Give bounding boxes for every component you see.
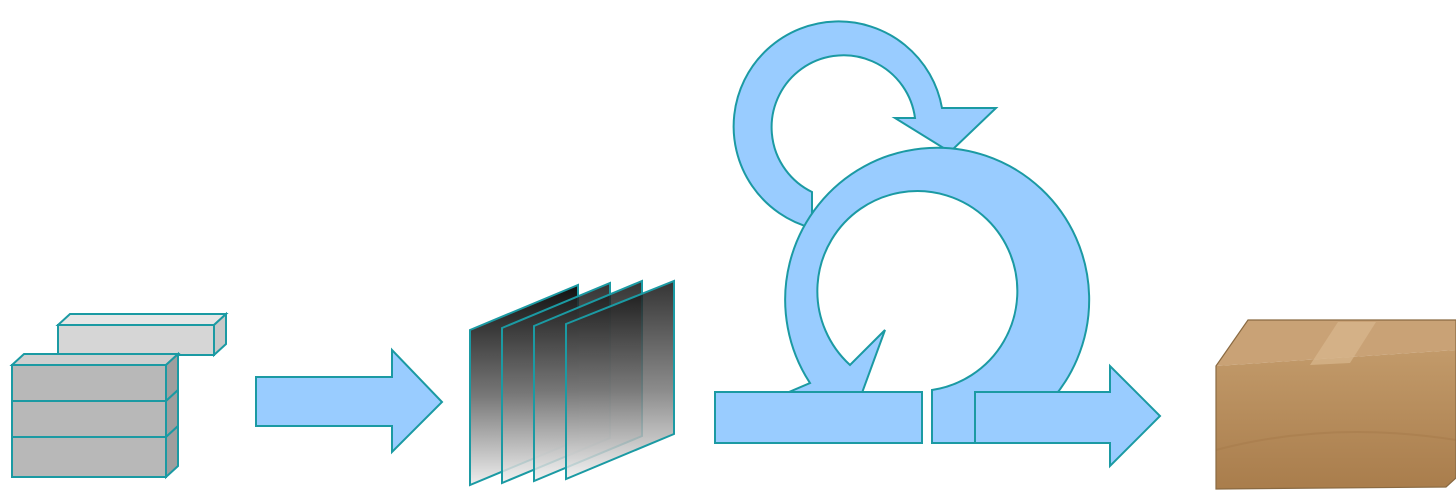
right-arrow-icon: [256, 350, 442, 452]
stacked-sheets-icon: [470, 281, 674, 485]
stacked-blocks-icon: [12, 314, 226, 477]
cardboard-box-icon: [1216, 320, 1456, 489]
loop-entry-bar: [715, 392, 922, 443]
